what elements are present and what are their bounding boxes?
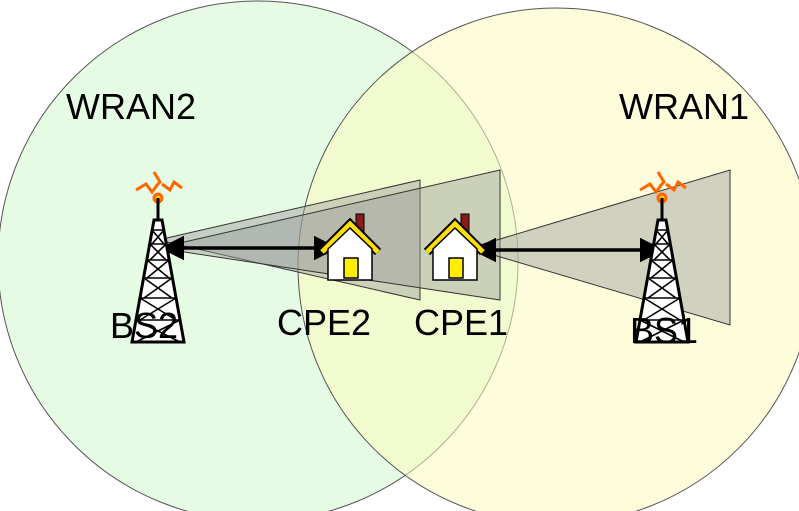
bs2-label: BS2 — [110, 305, 178, 346]
cpe1-label: CPE1 — [414, 302, 508, 343]
wran2-label: WRAN2 — [66, 86, 196, 127]
wran1-label: WRAN1 — [619, 86, 749, 127]
bs1-label: BS1 — [630, 310, 698, 351]
cpe2-label: CPE2 — [277, 302, 371, 343]
